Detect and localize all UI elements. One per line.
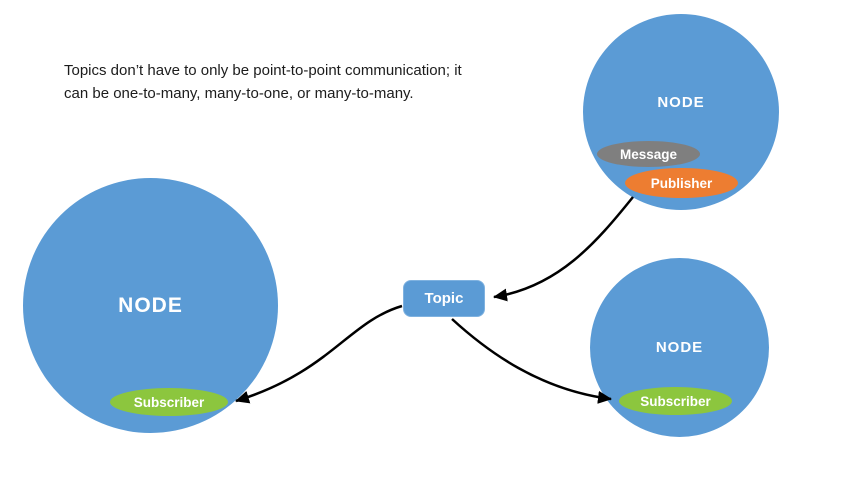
caption-line-1: Topics don’t have to only be point-to-po… [64,62,462,79]
subscriber-left-label: Subscriber [133,394,205,410]
caption-line-2: can be one-to-many, many-to-one, or many… [64,84,414,102]
message-ellipse: Message [597,141,700,167]
arrow-topic-to-right-subscriber [451,318,612,404]
subscriber-ellipse-left: Subscriber [110,388,228,416]
publisher-ellipse: Publisher [625,168,738,198]
arrow-publisher-to-topic [493,196,634,302]
node-top-right-label: NODE [657,93,705,111]
node-left-label: NODE [118,293,183,317]
subscriber-ellipse-right: Subscriber [619,387,732,415]
topic-box: Topic [403,280,485,317]
publisher-label: Publisher [650,175,713,191]
subscriber-right-label: Subscriber [640,393,711,409]
message-label: Message [619,146,678,162]
node-bottom-right-label: NODE [655,339,704,356]
caption-text: Topics don’t have to only be point-to-po… [64,60,504,105]
topic-label: Topic [424,290,464,307]
